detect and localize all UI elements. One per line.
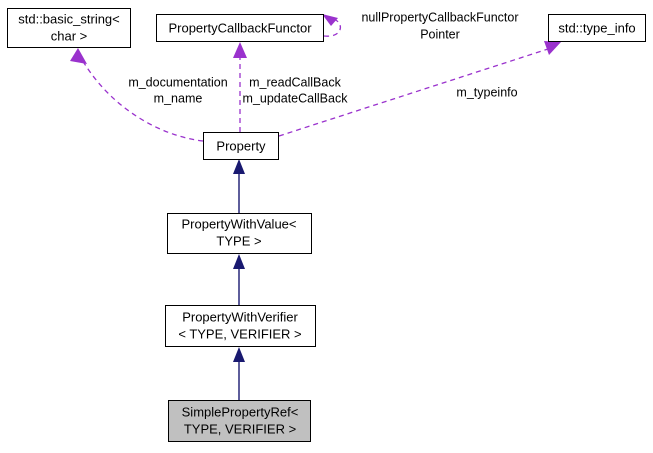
node-property-with-verifier-line2: < TYPE, VERIFIER > — [178, 326, 301, 341]
typeinfo-label: m_typeinfo — [456, 85, 517, 99]
node-property-box[interactable] — [203, 132, 279, 160]
node-simple-property-ref-line2: TYPE, VERIFIER > — [184, 421, 296, 436]
arrowhead-inherit-3 — [233, 347, 245, 362]
arrowhead-null-pointer — [322, 14, 338, 26]
node-property-callback-functor-box[interactable] — [156, 14, 324, 42]
node-property-with-verifier-box[interactable] — [165, 305, 316, 347]
node-property-with-value-box[interactable] — [167, 213, 312, 254]
edge-inherit-property-with-verifier — [233, 254, 245, 305]
node-property-with-verifier[interactable]: PropertyWithVerifier < TYPE, VERIFIER > — [165, 305, 316, 347]
node-property-line1: Property — [216, 138, 266, 153]
node-basic-string-line2: char > — [51, 28, 88, 43]
edge-inherit-simple-property-ref — [233, 347, 245, 400]
edge-callback-functor-self-loop — [322, 14, 342, 37]
arrowhead-inherit-2 — [233, 254, 245, 269]
edge-inherit-property-with-value — [233, 159, 245, 213]
node-type-info-box[interactable] — [548, 14, 646, 42]
node-property-callback-functor-line1: PropertyCallbackFunctor — [168, 20, 312, 35]
arrowhead-documentation — [70, 48, 87, 64]
edge-label-callbacks: m_readCallBack m_updateCallBack — [243, 75, 349, 105]
node-property-callback-functor[interactable]: PropertyCallbackFunctor — [156, 14, 324, 42]
node-basic-string[interactable]: std::basic_string< char > — [7, 8, 131, 48]
null-functor-pointer-line1: nullPropertyCallbackFunctor — [361, 10, 518, 24]
edge-label-typeinfo: m_typeinfo — [456, 85, 517, 99]
node-type-info[interactable]: std::type_info — [548, 14, 646, 42]
node-simple-property-ref-line1: SimplePropertyRef< — [182, 404, 299, 419]
edge-label-documentation: m_documentation m_name — [128, 75, 227, 105]
callbacks-line2: m_updateCallBack — [243, 91, 349, 105]
edge-path-typeinfo — [278, 48, 549, 137]
arrowhead-callbacks — [233, 42, 247, 58]
edge-property-to-callback-functor — [233, 42, 247, 132]
arrowhead-typeinfo — [544, 41, 561, 55]
node-property[interactable]: Property — [203, 132, 279, 160]
null-functor-pointer-line2: Pointer — [420, 27, 460, 41]
callbacks-line1: m_readCallBack — [249, 75, 341, 89]
documentation-line1: m_documentation — [128, 75, 227, 89]
arrowhead-inherit-1 — [233, 159, 245, 174]
edge-property-to-type-info — [278, 41, 561, 137]
node-type-info-line1: std::type_info — [558, 20, 635, 35]
node-simple-property-ref-box[interactable] — [168, 400, 311, 442]
node-property-with-value-line2: TYPE > — [216, 233, 261, 248]
node-property-with-value-line1: PropertyWithValue< — [181, 216, 296, 231]
edge-path-null-pointer — [323, 18, 342, 37]
node-basic-string-line1: std::basic_string< — [18, 11, 120, 26]
node-basic-string-box[interactable] — [7, 8, 131, 48]
node-simple-property-ref[interactable]: SimplePropertyRef< TYPE, VERIFIER > — [168, 400, 311, 442]
edge-label-null-functor-pointer: nullPropertyCallbackFunctor Pointer — [361, 10, 518, 41]
edge-property-to-basic-string — [70, 48, 204, 142]
documentation-line2: m_name — [154, 91, 203, 105]
node-property-with-verifier-line1: PropertyWithVerifier — [182, 309, 298, 324]
node-property-with-value[interactable]: PropertyWithValue< TYPE > — [167, 213, 312, 254]
